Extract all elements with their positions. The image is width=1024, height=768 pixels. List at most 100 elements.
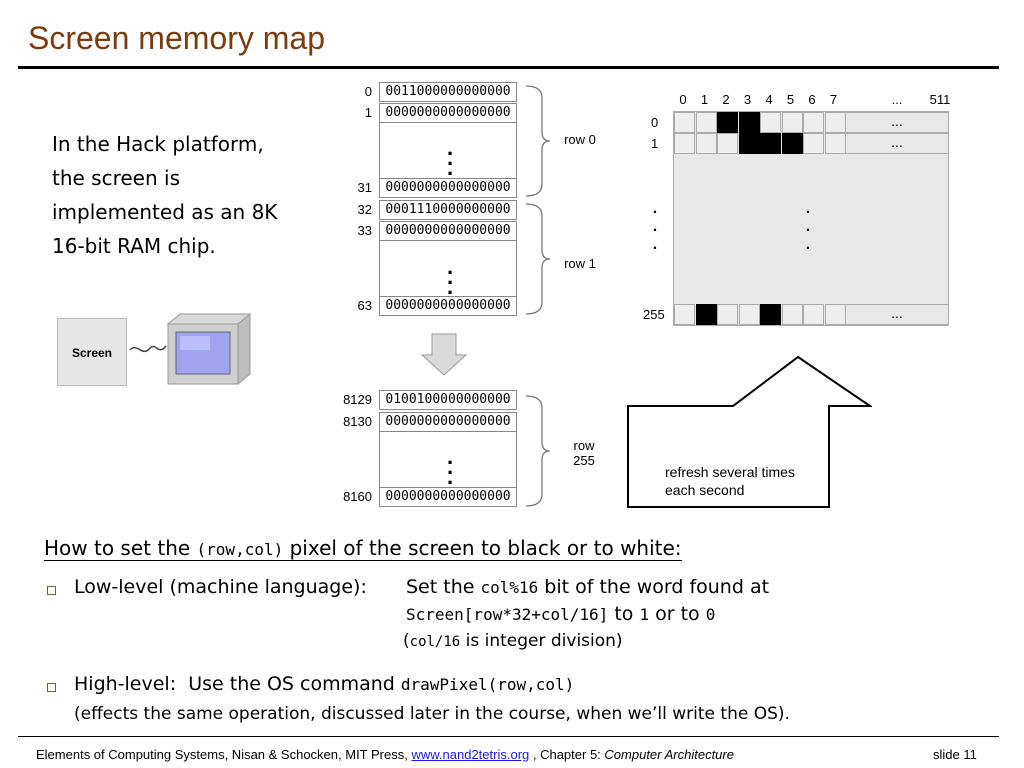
pixel-cell: [674, 112, 695, 133]
pixel-cell: [760, 133, 781, 154]
mem-index: 8130: [343, 414, 372, 429]
bullet-square-icon: [47, 586, 56, 595]
screen-column-label: 6: [808, 92, 816, 107]
pixel-cell: [674, 133, 695, 154]
mem-gap: [379, 123, 517, 178]
mem-word: 0000000000000000: [379, 178, 517, 198]
screen-column-label: 0: [679, 92, 687, 107]
pixel-cell: [803, 304, 824, 325]
mem-index: 1: [364, 105, 372, 120]
slide-number: slide 11: [933, 747, 977, 762]
monitor-icon: [129, 312, 252, 386]
mem-word: 0100100000000000: [379, 390, 517, 410]
low-level-instruction: Set the col%16 bit of the word found at: [406, 576, 770, 598]
intro-text: In the Hack platform, the screen is impl…: [52, 127, 322, 263]
low-level-label: Low-level (machine language):: [74, 576, 367, 598]
screen-row-label: 255: [643, 307, 665, 322]
pixel-cell: [824, 112, 846, 133]
pixel-cell: [760, 112, 781, 133]
screen-column-label: 4: [765, 92, 773, 107]
down-arrow-icon: [420, 333, 468, 376]
mem-word: 0000000000000000: [379, 296, 517, 316]
low-level-note: (col/16 is integer division): [403, 631, 623, 651]
pixel-cell: [824, 304, 846, 325]
pixel-cell: [717, 304, 738, 325]
ellipsis-vertical: ...: [446, 254, 454, 299]
pixel-cell: [695, 112, 717, 133]
pixel-cell: [824, 133, 846, 154]
screen-row-label: 0: [651, 115, 659, 130]
intro-line: 16-bit RAM chip.: [52, 234, 216, 258]
screen-column-label: ...: [891, 92, 903, 107]
mem-word: 0001110000000000: [379, 200, 517, 220]
pixel-cell: [717, 112, 738, 133]
screen-column-label: 7: [829, 92, 838, 107]
ellipsis-vertical: ...: [446, 444, 454, 489]
pixel-cell: [781, 133, 803, 154]
mem-word: 0000000000000000: [379, 412, 517, 432]
mem-index: 31: [357, 180, 372, 195]
refresh-arrow: [627, 355, 872, 508]
mem-index: 0: [364, 84, 372, 99]
brace-row-0: [525, 85, 551, 197]
screen-chip: Screen: [57, 318, 127, 386]
pixel-cell: [738, 133, 760, 154]
pixel-cell: [803, 112, 824, 133]
screen-row-label: 1: [651, 136, 659, 151]
pixel-cell: [695, 304, 717, 325]
title-divider: [18, 66, 999, 69]
intro-line: In the Hack platform,: [52, 132, 264, 156]
pixel-row-ellipsis: ...: [846, 304, 948, 325]
mem-word: 0000000000000000: [379, 487, 517, 507]
pixel-cell: [695, 133, 717, 154]
mem-word: 0011000000000000: [379, 82, 517, 102]
screen-pixel-grid: .........: [673, 111, 949, 326]
grid-interior-ellipsis-vertical: ...: [805, 200, 811, 253]
mem-gap: [379, 241, 517, 296]
brace-row-1: [525, 203, 551, 315]
pixel-cell: [760, 304, 781, 325]
screen-column-label: 2: [722, 92, 730, 107]
pixel-cell: [803, 133, 824, 154]
bullet-square-icon: [47, 683, 56, 692]
nand2tetris-link[interactable]: www.nand2tetris.org: [411, 747, 530, 762]
pixel-cell: [738, 112, 760, 133]
high-level-line: High-level: Use the OS command drawPixel…: [74, 673, 575, 695]
intro-line: implemented as an 8K: [52, 200, 278, 224]
pixel-cell: [674, 304, 695, 325]
screen-column-label: 3: [743, 92, 752, 107]
low-level-address: Screen[row*32+col/16] to 1 or to 0: [406, 603, 716, 625]
brace-label-row-0: row 0: [564, 132, 596, 147]
screen-chip-label: Screen: [71, 346, 113, 360]
mem-index: 33: [357, 223, 372, 238]
pixel-cell: [738, 304, 760, 325]
grid-row-ellipsis-vertical: ...: [652, 200, 658, 253]
slide-title: Screen memory map: [28, 20, 325, 56]
how-to-heading: How to set the (row,col) pixel of the sc…: [44, 536, 682, 561]
screen-column-label: 5: [786, 92, 795, 107]
mem-gap: [379, 432, 517, 487]
pixel-cell: [717, 133, 738, 154]
screen-column-label: 1: [700, 92, 709, 107]
brace-label-row-1: row 1: [564, 256, 596, 271]
mem-word: 0000000000000000: [379, 103, 517, 123]
mem-index: 32: [357, 202, 372, 217]
pixel-cell: [781, 112, 803, 133]
mem-word: 0000000000000000: [379, 221, 517, 241]
pixel-row-ellipsis: ...: [846, 133, 948, 154]
intro-line: the screen is: [52, 166, 180, 190]
footer-citation: Elements of Computing Systems, Nisan & S…: [36, 747, 734, 762]
high-level-note: (effects the same operation, discussed l…: [74, 704, 790, 724]
brace-row-255: [525, 395, 551, 507]
screen-column-label: 511: [929, 92, 951, 107]
mem-index: 8160: [343, 489, 372, 504]
mem-index: 63: [357, 298, 372, 313]
mem-index: 8129: [343, 392, 372, 407]
pixel-cell: [781, 304, 803, 325]
ellipsis-vertical: ...: [446, 135, 454, 180]
pixel-row-ellipsis: ...: [846, 112, 948, 133]
footer-divider: [18, 736, 999, 737]
